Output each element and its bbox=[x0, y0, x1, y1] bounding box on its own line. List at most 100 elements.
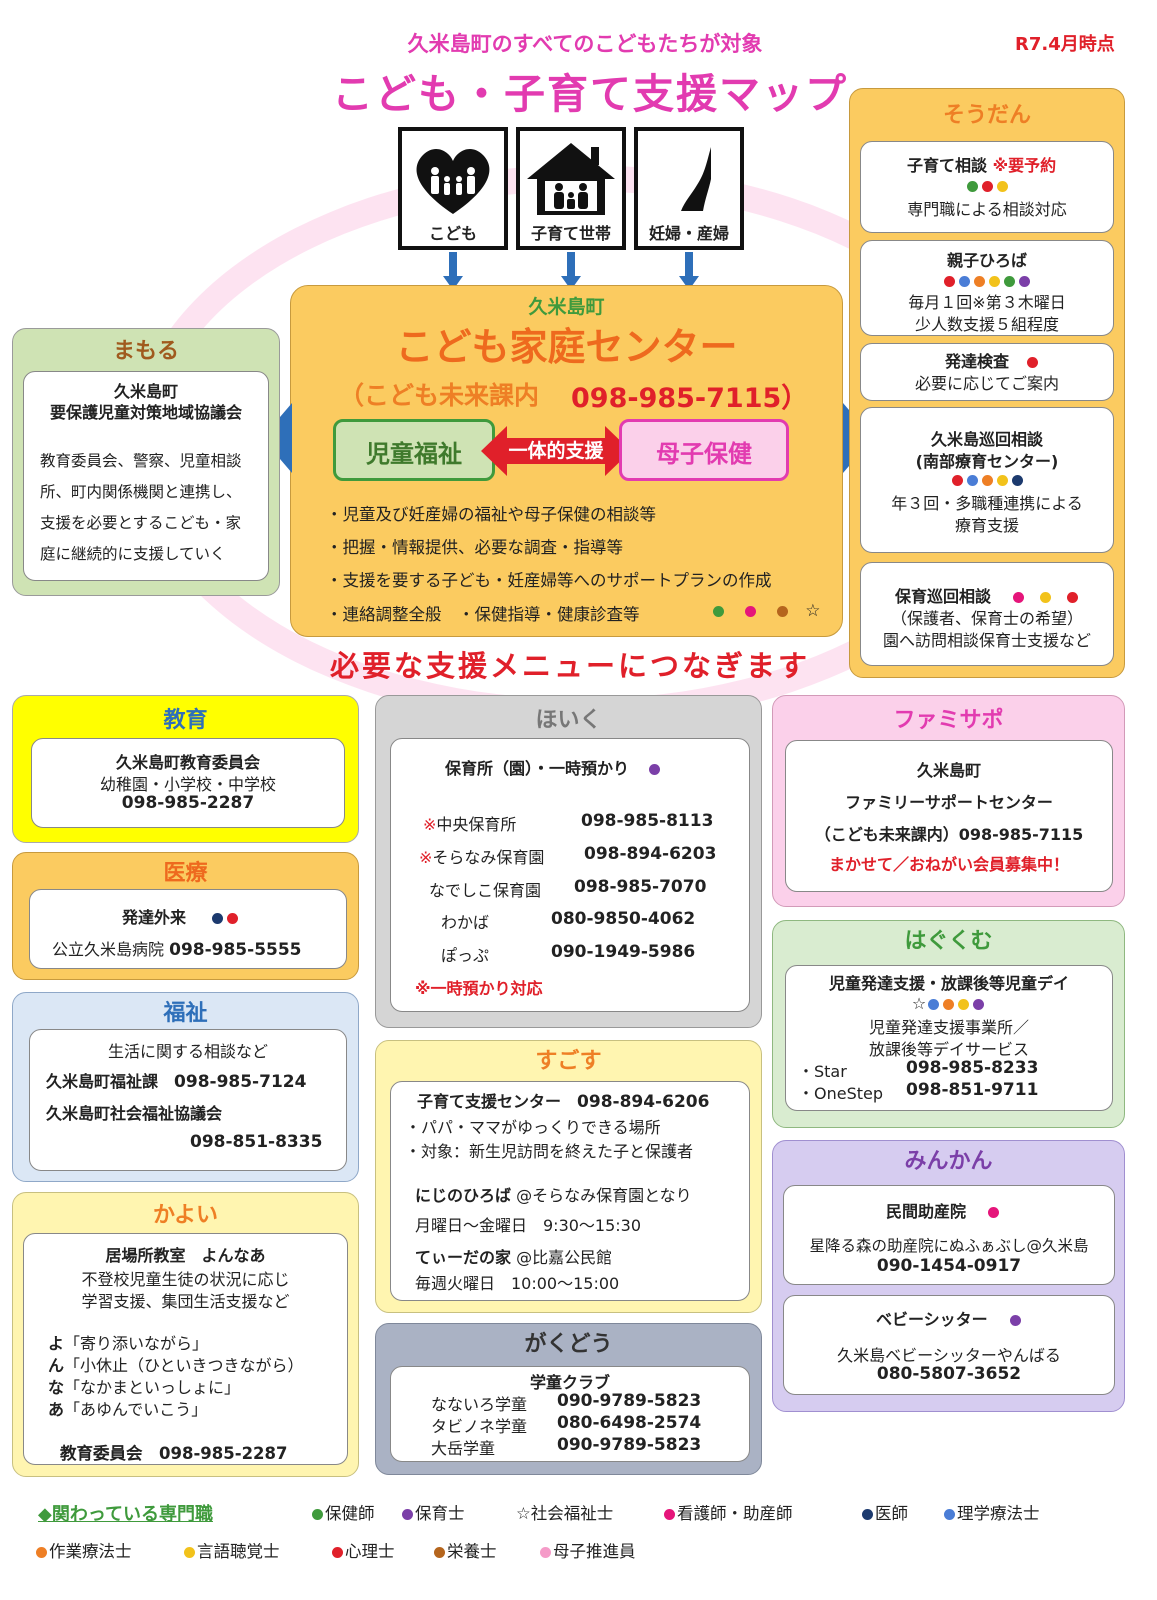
legend-heading: ◆関わっている専門職 bbox=[38, 1504, 213, 1525]
date-label: R7.4月時点 bbox=[1015, 34, 1115, 55]
soudan-card: 久米島巡回相談 (南部療育センター) 年３回・多職種連携による 療育支援 bbox=[860, 407, 1114, 553]
category-dot bbox=[928, 999, 940, 1010]
famisapo-panel: ファミサポ 久米島町 ファミリーサポートセンター （こども未来課内）098-98… bbox=[772, 695, 1125, 907]
category-dot bbox=[966, 181, 978, 192]
hoiku-phone: 098-985-7070 bbox=[574, 877, 707, 897]
category-dot bbox=[1013, 592, 1025, 603]
card-sub: (南部療育センター) bbox=[915, 452, 1059, 471]
category-dot bbox=[664, 1509, 675, 1520]
minkan-phone: 090-1454-0917 bbox=[876, 1256, 1022, 1276]
sugosu-bullet: ・パパ・ママがゆっくりできる場所 bbox=[405, 1118, 661, 1137]
category-dot bbox=[944, 1509, 955, 1520]
category-dot bbox=[988, 1207, 1000, 1218]
hoiku-phone: 080-9850-4062 bbox=[551, 909, 696, 929]
gakudou-card: 学童クラブ なないろ学童 090-9789-5823 タビノネ学童 080-64… bbox=[390, 1366, 750, 1462]
maternal-health-label: 母子保健 bbox=[656, 440, 752, 468]
center-org: 久米島町 bbox=[528, 296, 605, 318]
hoiku-name: わかば bbox=[441, 913, 490, 932]
category-dot bbox=[434, 1547, 445, 1558]
hoiku-phone: 098-985-8113 bbox=[581, 811, 714, 831]
category-dot bbox=[312, 1509, 323, 1520]
category-dot bbox=[981, 181, 993, 192]
category-dot bbox=[1011, 475, 1023, 486]
category-dot bbox=[981, 475, 993, 486]
category-dot bbox=[1004, 276, 1015, 287]
category-dot bbox=[1009, 1315, 1021, 1326]
mamoru-line: 要保護児童対策地域協議会 bbox=[49, 403, 242, 422]
famisapo-card: 久米島町 ファミリーサポートセンター （こども未来課内）098-985-7115… bbox=[785, 740, 1113, 892]
hoiku-name: ぽっぷ bbox=[441, 946, 490, 965]
card-title: 子育て相談 bbox=[907, 156, 988, 175]
sugosu-loc: @比嘉公民館 bbox=[511, 1248, 613, 1267]
category-dot bbox=[184, 1547, 195, 1558]
center-bullet: ・支援を要する子ども・妊産婦等へのサポートプランの作成 bbox=[326, 571, 772, 590]
category-dot bbox=[745, 606, 757, 617]
acrostic-key: よ bbox=[48, 1334, 65, 1353]
minkan-phone: 080-5807-3652 bbox=[876, 1364, 1022, 1384]
category-dot bbox=[1019, 276, 1030, 287]
minkan-card: 民間助産院 星降る森の助産院にぬふぁぶし@久米島 090-1454-0917 bbox=[783, 1185, 1115, 1285]
gakudou-name: 大岳学童 bbox=[431, 1439, 496, 1458]
kayoi-name: 居場所教室 よんなあ bbox=[105, 1246, 266, 1265]
child-welfare-label: 児童福祉 bbox=[366, 440, 462, 468]
category-dot bbox=[974, 276, 985, 287]
famisapo-line: まかせて／おねがい会員募集中！ bbox=[828, 855, 1069, 874]
category-dot bbox=[1040, 592, 1052, 603]
card-desc: 年３回・多職種連携による bbox=[891, 494, 1083, 513]
panel-title: みんかん bbox=[904, 1149, 993, 1174]
hoiku-note: ※一時預かり対応 bbox=[415, 979, 543, 998]
hagukumu-head: 児童発達支援・放課後等児童デイ bbox=[828, 974, 1069, 993]
soudan-card: 発達検査 必要に応じてご案内 bbox=[860, 343, 1114, 401]
legend-item: 栄養士 bbox=[432, 1538, 497, 1562]
category-dot bbox=[402, 1509, 413, 1520]
center-box: 久米島町 こども家庭センター （こども未来課内 098-985-7115） 児童… bbox=[290, 285, 843, 637]
hagukumu-phone: 098-985-8233 bbox=[906, 1058, 1039, 1078]
panel-title: 教育 bbox=[163, 708, 208, 733]
mamoru-body: 庭に継続的に支援していく bbox=[40, 545, 226, 563]
mamoru-panel: まもる 久米島町 要保護児童対策地域協議会 教育委員会、警察、児童相談 所、町内… bbox=[12, 328, 280, 596]
gakudou-phone: 080-6498-2574 bbox=[557, 1413, 702, 1433]
iryou-line: 発達外来 bbox=[122, 908, 187, 927]
gakudou-panel: がくどう 学童クラブ なないろ学童 090-9789-5823 タビノネ学童 0… bbox=[375, 1323, 762, 1475]
kayoi-panel: かよい 居場所教室 よんなあ 不登校児童生徒の状況に応じ 学習支援、集団生活支援… bbox=[12, 1192, 359, 1477]
category-dot bbox=[958, 999, 970, 1010]
gakudou-head: 学童クラブ bbox=[529, 1373, 610, 1392]
legend-item: 作業療法士 bbox=[34, 1538, 132, 1562]
gakudou-name: タビノネ学童 bbox=[431, 1417, 528, 1436]
card-desc: 専門職による相談対応 bbox=[907, 200, 1067, 219]
category-dot bbox=[862, 1509, 873, 1520]
kyouiku-phone: 098-985-2287 bbox=[121, 793, 255, 813]
center-bullet: ・連絡調整全般 ・保健指導・健康診査等 bbox=[326, 605, 640, 624]
acrostic-value: 「寄り添いながら」 bbox=[64, 1334, 209, 1353]
iryou-phone: 098-985-5555 bbox=[169, 940, 302, 960]
mamoru-body: 所、町内関係機関と連携し、 bbox=[40, 483, 242, 501]
minkan-name: 星降る森の助産院にぬふぁぶし@久米島 bbox=[809, 1237, 1089, 1255]
target-label: こども bbox=[428, 224, 477, 243]
fukushi-phone: 098-851-8335 bbox=[190, 1132, 323, 1152]
family-heart-icon bbox=[416, 148, 490, 214]
panel-title: まもる bbox=[112, 339, 179, 364]
soudan-card: 子育て相談 ※要予約 専門職による相談対応 bbox=[860, 141, 1114, 233]
category-dot bbox=[1067, 592, 1079, 603]
acrostic-value: 「小休止（ひといきつきながら） bbox=[64, 1356, 304, 1375]
category-dot bbox=[713, 606, 724, 617]
panel-title: かよい bbox=[153, 1203, 218, 1228]
legend-item: 看護師・助産師 bbox=[662, 1500, 793, 1524]
panel-title: ファミサポ bbox=[893, 708, 1004, 733]
down-arrow-icon bbox=[679, 252, 699, 290]
fukushi-panel: 福祉 生活に関する相談など 久米島町福祉課 098-985-7124 久米島町社… bbox=[12, 992, 359, 1182]
center-dots: ☆ bbox=[711, 601, 821, 621]
card-desc: 必要に応じてご案内 bbox=[914, 374, 1059, 393]
category-dot bbox=[332, 1547, 343, 1558]
card-title: 保育巡回相談 bbox=[895, 587, 992, 606]
category-dot bbox=[951, 475, 963, 486]
soudan-card: 親子ひろば 毎月１回※第３木曜日 少人数支援５組程度 bbox=[860, 240, 1114, 336]
sugosu-panel: すごす 子育て支援センター 098-894-6206 ・パパ・ママがゆっくりでき… bbox=[375, 1040, 762, 1313]
hoiku-mark: ※ bbox=[423, 815, 437, 834]
child-welfare-box: 児童福祉 bbox=[333, 419, 495, 481]
hagukumu-name: ・OneStep bbox=[798, 1084, 884, 1103]
card-dots bbox=[861, 470, 1113, 489]
panel-title: ほいく bbox=[535, 708, 602, 733]
category-dot bbox=[959, 276, 970, 287]
category-dot bbox=[973, 999, 985, 1010]
